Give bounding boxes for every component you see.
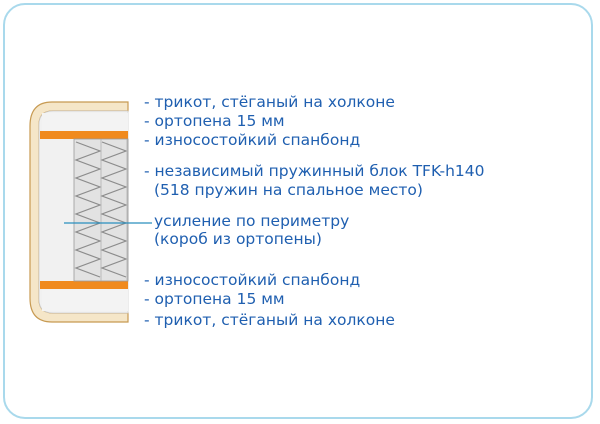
diagram-frame bbox=[3, 3, 593, 419]
bottom-spunbond-layer bbox=[40, 281, 128, 289]
bottom-orthofoam-layer bbox=[42, 289, 128, 311]
pocket-springs bbox=[74, 139, 128, 281]
top-spunbond-layer bbox=[40, 131, 128, 139]
spring-block-label: - независимый пружинный блок TFK-h140 bbox=[144, 162, 485, 180]
spring-count-label: (518 пружин на спальное место) bbox=[154, 181, 423, 199]
spring-coil-column-1 bbox=[74, 141, 102, 278]
perimeter-box-label: (короб из ортопены) bbox=[154, 230, 322, 248]
top-orthofoam-layer bbox=[42, 113, 128, 131]
top-layer-orthofoam-label: - ортопена 15 мм bbox=[144, 112, 285, 130]
spring-coil-column-2 bbox=[100, 141, 128, 278]
top-layer-spunbond-label: - износостойкий спанбонд bbox=[144, 131, 361, 149]
bottom-layer-spunbond-label: - износостойкий спанбонд bbox=[144, 271, 361, 289]
top-layer-knit-label: - трикот, стёганый на холконе bbox=[144, 93, 395, 111]
perimeter-reinforcement-label: усиление по периметру bbox=[154, 212, 350, 230]
bottom-layer-orthofoam-label: - ортопена 15 мм bbox=[144, 290, 285, 308]
bottom-layer-knit-label: - трикот, стёганый на холконе bbox=[144, 311, 395, 329]
